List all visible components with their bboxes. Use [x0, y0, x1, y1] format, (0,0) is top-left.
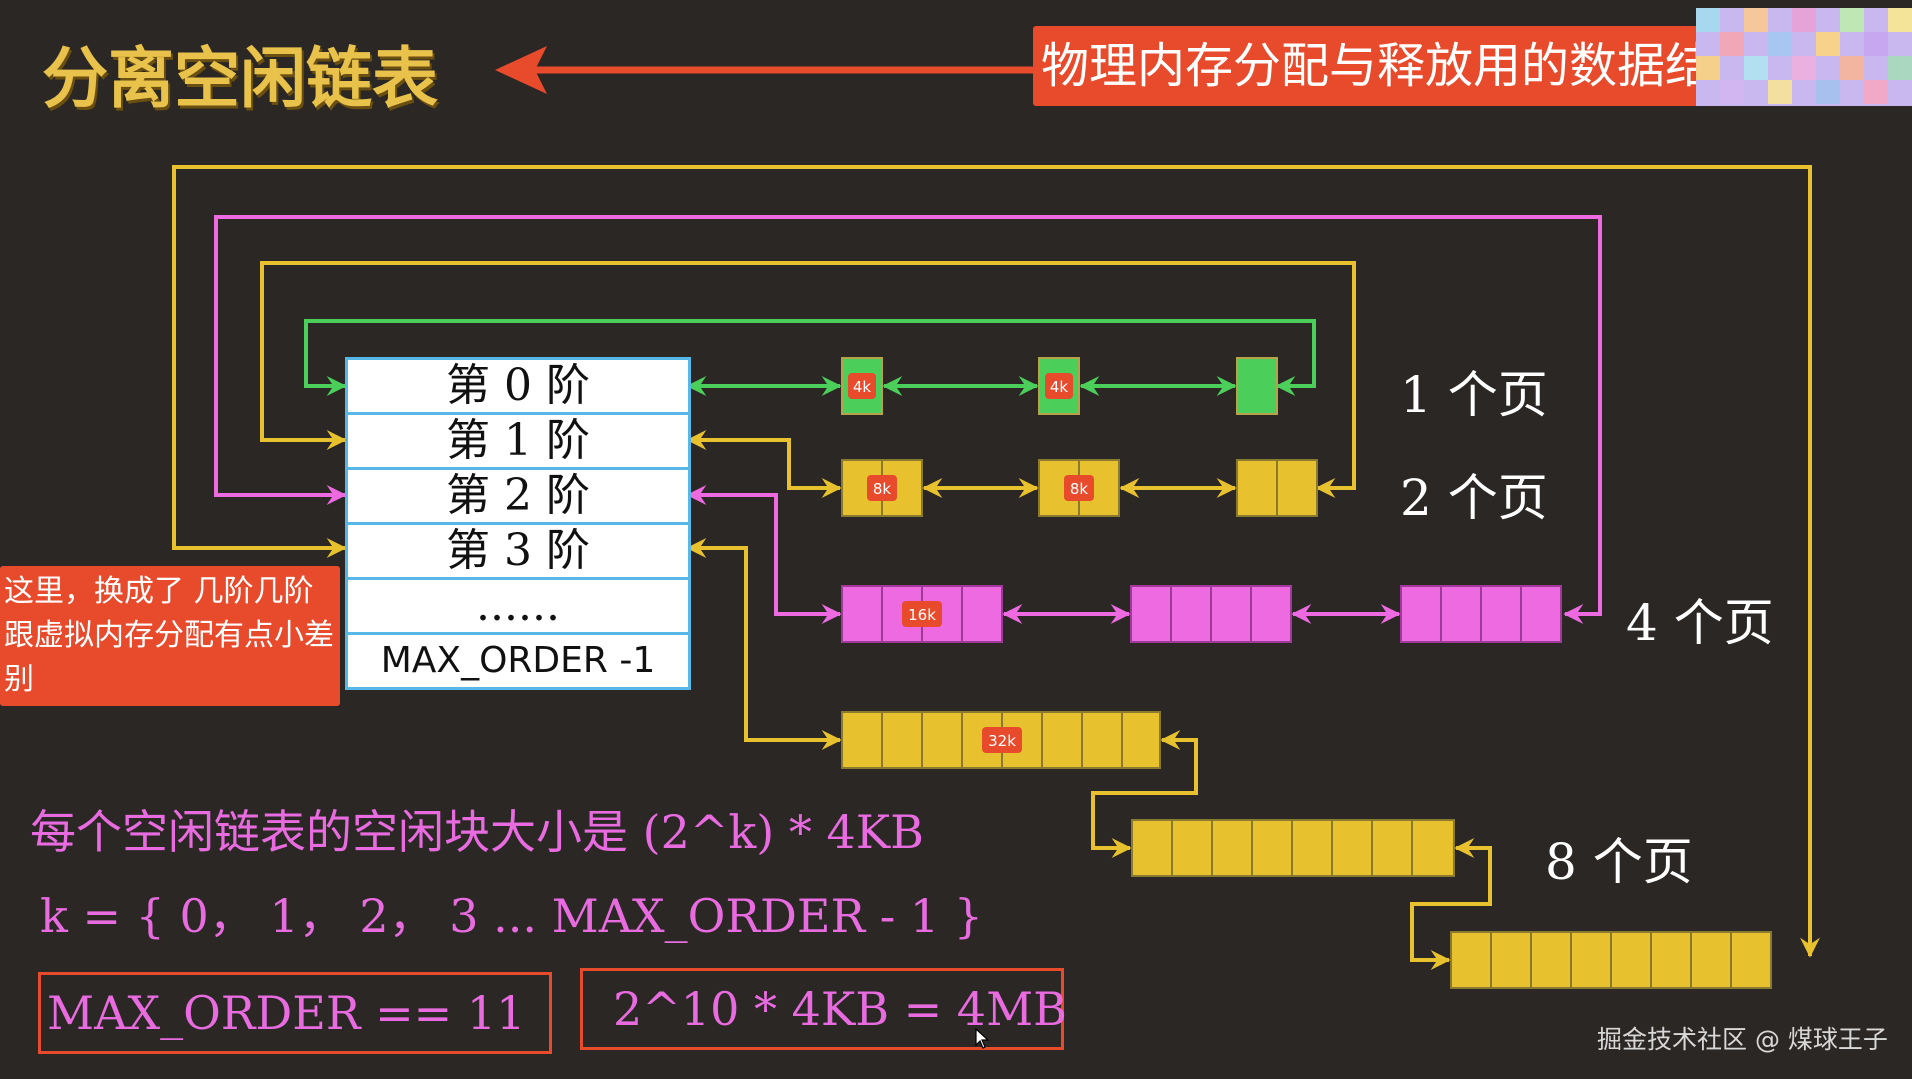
order0-block	[1236, 357, 1278, 415]
order2-block	[1400, 585, 1562, 643]
size-badge-label: 32k	[988, 732, 1016, 750]
page-title: 分离空闲链表	[42, 39, 438, 117]
size-badge	[1064, 475, 1094, 501]
order3-loop-line	[172, 165, 1820, 958]
order3-link	[1091, 730, 1198, 858]
page-count-label-2: 2 个页	[1400, 469, 1548, 527]
size-badge-label: 4k	[1050, 378, 1069, 396]
size-badge	[902, 601, 942, 627]
order2-link	[686, 485, 842, 624]
order-row-max: MAX_ORDER -1	[380, 640, 656, 681]
order3-link	[1410, 838, 1492, 970]
size-badge-label: 4k	[853, 378, 872, 396]
order1-link	[686, 430, 842, 498]
size-badge-label: 16k	[908, 606, 936, 624]
size-badge-label: 8k	[1070, 480, 1089, 498]
order2-loop-line	[214, 215, 1602, 624]
watermark: 掘金技术社区 @ 煤球王子	[1597, 1025, 1888, 1054]
subtitle-banner: 物理内存分配与释放用的数据结构	[1033, 26, 1769, 106]
order1-loop-line	[260, 261, 1356, 498]
order0-loop-line	[304, 319, 1316, 396]
order3-block	[1131, 819, 1455, 877]
order3-block	[841, 711, 1161, 769]
order3-block	[1450, 931, 1772, 989]
size-badge	[1045, 373, 1073, 399]
max-order-box: MAX_ORDER == 11	[38, 972, 552, 1054]
page-count-label-4: 4 个页	[1626, 594, 1774, 652]
pixel-mosaic-decoration	[1696, 8, 1912, 106]
size-badge	[982, 727, 1022, 753]
order-row-2: 第 2 阶	[348, 470, 688, 525]
size-badge	[867, 475, 897, 501]
order-row-0: 第 0 阶	[348, 360, 688, 415]
pointer-arrow	[495, 46, 1035, 94]
block-size-formula: 每个空闲链表的空闲块大小是 (2^k) * 4KB	[30, 805, 924, 859]
size-badge-label: 8k	[873, 480, 892, 498]
order2-block	[1130, 585, 1292, 643]
order-row-3: 第 3 阶	[348, 525, 688, 580]
order-row-ellipsis: ......	[348, 580, 688, 635]
note-callout: 这里，换成了 几阶几阶跟虚拟内存分配有点小差别	[0, 566, 340, 706]
mouse-cursor-icon	[975, 1028, 990, 1049]
page-count-label-8: 8 个页	[1545, 833, 1693, 891]
page-count-label-1: 1 个页	[1400, 366, 1548, 424]
max-size-box: 2^10 * 4KB = 4MB	[580, 968, 1067, 1050]
size-badge	[848, 373, 876, 399]
order1-block	[1236, 459, 1318, 517]
order-table: 第 0 阶 第 1 阶 第 2 阶 第 3 阶 ...... MAX_ORDER…	[345, 357, 691, 690]
k-range-formula: k = { 0， 1， 2， 3 ... MAX_ORDER - 1 }	[40, 889, 984, 943]
order-row-1: 第 1 阶	[348, 415, 688, 470]
order3-link	[686, 538, 842, 750]
